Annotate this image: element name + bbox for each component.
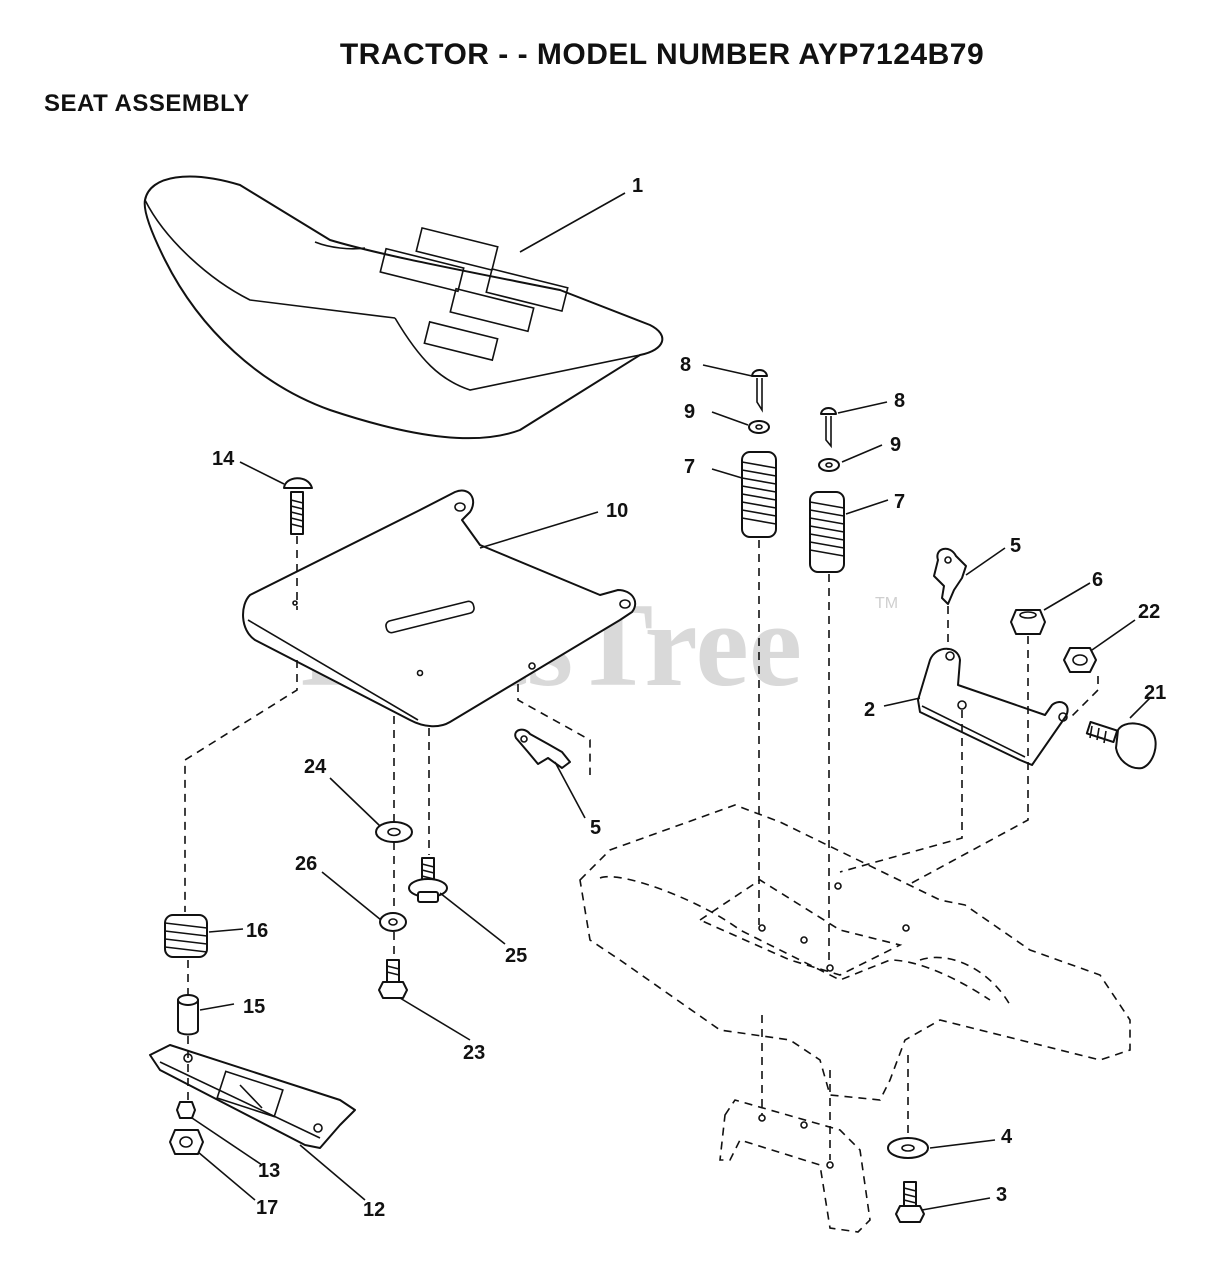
seat-bracket-part-2 — [917, 647, 1069, 766]
leader-lines — [191, 192, 1151, 1211]
callout-14: 14 — [212, 448, 235, 470]
nut-part-6 — [1010, 609, 1046, 635]
callout-7-left: 7 — [684, 456, 695, 478]
assembly-lines — [184, 536, 1099, 1160]
callout-24: 24 — [304, 756, 327, 778]
pin-part-8-right — [820, 407, 837, 449]
callout-21: 21 — [1144, 682, 1166, 704]
washer-part-9-right — [818, 458, 840, 472]
callout-17: 17 — [256, 1197, 278, 1219]
callout-4: 4 — [1001, 1126, 1013, 1148]
callout-1: 1 — [632, 175, 643, 197]
callout-7-right: 7 — [894, 491, 905, 513]
spring-part-7-left — [741, 451, 777, 538]
spring-part-16 — [164, 914, 208, 958]
clip-part-5-right — [933, 547, 967, 605]
callout-5-right: 5 — [1010, 535, 1021, 557]
callout-9-left: 9 — [684, 401, 695, 423]
seat-part-1 — [143, 175, 664, 440]
callout-9-right: 9 — [890, 434, 901, 456]
knob-bolt-part-21 — [1085, 720, 1157, 770]
pin-part-8-left — [751, 369, 768, 413]
seat-pan-part-10 — [242, 489, 637, 728]
callout-2: 2 — [864, 699, 875, 721]
callout-8-right: 8 — [894, 390, 905, 412]
page-title: TRACTOR - - MODEL NUMBER AYP7124B79 — [339, 38, 985, 71]
washer-part-9-left — [748, 420, 770, 434]
locknut-part-17 — [169, 1129, 204, 1155]
callout-labels: 1 14 10 8 9 7 8 9 7 5 6 22 21 2 5 24 26 … — [212, 175, 1166, 1221]
bracket-plate-part-12 — [149, 1044, 356, 1149]
callout-10: 10 — [606, 500, 628, 522]
callout-26: 26 — [295, 853, 317, 875]
callout-12: 12 — [363, 1199, 385, 1221]
callout-22: 22 — [1138, 601, 1160, 623]
callout-23: 23 — [463, 1042, 485, 1064]
callout-16: 16 — [246, 920, 268, 942]
washer-part-4 — [887, 1137, 929, 1159]
spacer-part-15 — [177, 994, 199, 1036]
spring-part-7-right — [809, 491, 845, 573]
lockwasher-part-26 — [379, 912, 407, 932]
screw-part-25 — [408, 857, 448, 903]
spacer-part-22 — [1063, 647, 1097, 673]
callout-25: 25 — [505, 945, 527, 967]
nut-part-13 — [176, 1101, 196, 1119]
callout-5-left: 5 — [590, 817, 601, 839]
watermark-tm: TM — [875, 595, 898, 612]
callout-15: 15 — [243, 996, 265, 1018]
carriage-bolt-part-14 — [283, 477, 313, 535]
fender-frame-reference — [579, 804, 1131, 1101]
callout-8-left: 8 — [680, 354, 691, 376]
frame-bracket-reference — [719, 1099, 871, 1233]
washer-part-24 — [375, 821, 413, 843]
bolt-part-3 — [895, 1181, 925, 1223]
callout-3: 3 — [996, 1184, 1007, 1206]
clip-part-5-left — [514, 728, 571, 769]
bolt-part-23 — [378, 959, 408, 999]
section-title: SEAT ASSEMBLY — [44, 90, 250, 117]
callout-6: 6 — [1092, 569, 1103, 591]
callout-13: 13 — [258, 1160, 280, 1182]
